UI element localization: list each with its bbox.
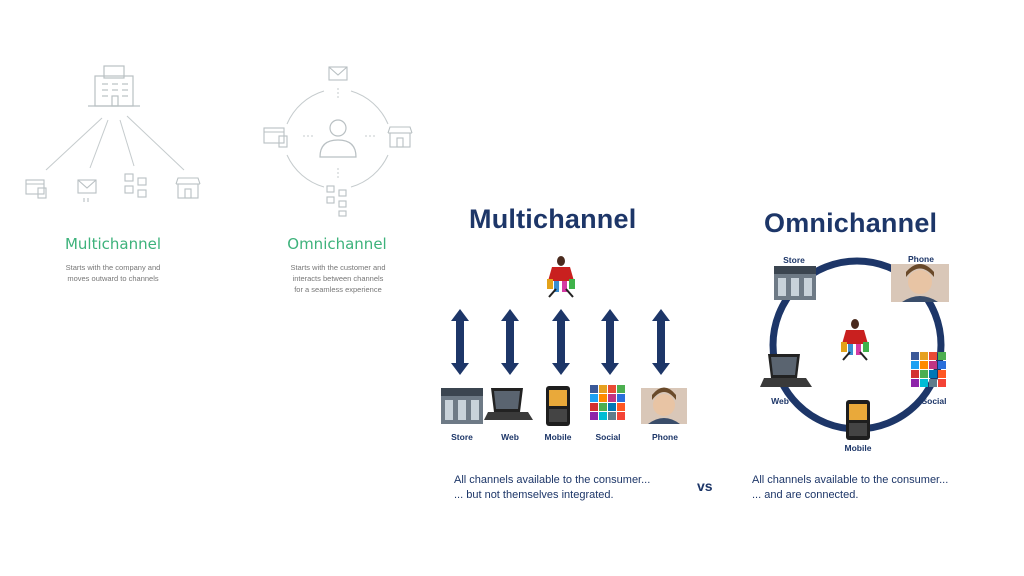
multichannel-caption-line1: All channels available to the consumer..… — [454, 474, 651, 486]
omni-mobile-phone-icon — [846, 400, 870, 440]
omni-store-photo-icon — [774, 266, 816, 300]
omni-web-icon — [263, 127, 288, 148]
channel-label-mobile: Mobile — [544, 432, 572, 442]
channel-label-social: Social — [595, 432, 621, 442]
omni-phone-operator-icon — [891, 264, 949, 302]
store-icon — [175, 177, 201, 199]
multichannel-caption-line2: ... but not themselves integrated. — [454, 489, 614, 501]
omnichannel-title: Omnichannel — [764, 208, 938, 238]
building-icon — [88, 65, 140, 107]
store-photo-icon — [441, 388, 483, 424]
channel-label-phone: Phone — [652, 432, 678, 442]
omnichannel-caption-line2: ... and are connected. — [752, 489, 859, 501]
channel-label-store: Store — [451, 432, 473, 442]
social-grid-icon — [124, 173, 147, 198]
omnichannel-caption: All channels available to the consumer..… — [752, 473, 948, 503]
laptop-icon — [484, 388, 533, 420]
omni-label-mobile: Mobile — [844, 443, 872, 453]
multichannel-desc-line1: Starts with the company and — [65, 263, 161, 272]
double-arrow-icon — [601, 309, 619, 375]
mobile-phone-icon — [546, 386, 570, 426]
double-arrow-icon — [652, 309, 670, 375]
multichannel-desc-line2: moves outward to channels — [67, 274, 159, 283]
shopper-figure-multichannel — [546, 255, 576, 298]
email-icon — [77, 179, 97, 202]
channel-label-web: Web — [501, 432, 519, 442]
omnichannel-ring — [286, 88, 389, 188]
customer-icon — [319, 119, 357, 158]
omni-label-phone: Phone — [908, 254, 934, 264]
omni-social-icons-grid — [911, 352, 946, 387]
multichannel-description: Starts with the company and moves outwar… — [40, 262, 186, 284]
omnichannel-desc-line2: interacts between channels — [292, 274, 384, 283]
omni-label-social: Social — [921, 396, 947, 406]
omni-laptop-icon — [760, 354, 812, 387]
multichannel-title-green: Multichannel — [64, 235, 162, 253]
double-arrow-icon — [501, 309, 519, 375]
omnichannel-desc-line3: for a seamless experience — [294, 285, 382, 294]
phone-operator-photo-icon — [641, 387, 687, 424]
vs-label: vs — [697, 478, 713, 494]
omni-social-icon — [326, 185, 347, 217]
double-arrow-icon — [451, 309, 469, 375]
omni-label-web: Web — [771, 396, 789, 406]
social-icons-grid — [590, 385, 625, 420]
multichannel-spokes — [45, 115, 185, 171]
multichannel-caption: All channels available to the consumer..… — [454, 473, 650, 503]
omnichannel-description: Starts with the customer and interacts b… — [264, 262, 412, 295]
double-arrow-icon — [552, 309, 570, 375]
multichannel-arrows — [451, 309, 670, 375]
web-icon — [25, 179, 47, 199]
shopper-figure-omnichannel — [840, 318, 870, 361]
omnichannel-desc-line1: Starts with the customer and — [290, 263, 386, 272]
omnichannel-caption-line1: All channels available to the consumer..… — [752, 474, 949, 486]
omni-label-store: Store — [783, 255, 805, 265]
omnichannel-title-green: Omnichannel — [287, 235, 387, 253]
omni-email-icon — [328, 66, 348, 81]
omni-store-icon — [387, 126, 413, 148]
multichannel-title: Multichannel — [469, 204, 637, 234]
